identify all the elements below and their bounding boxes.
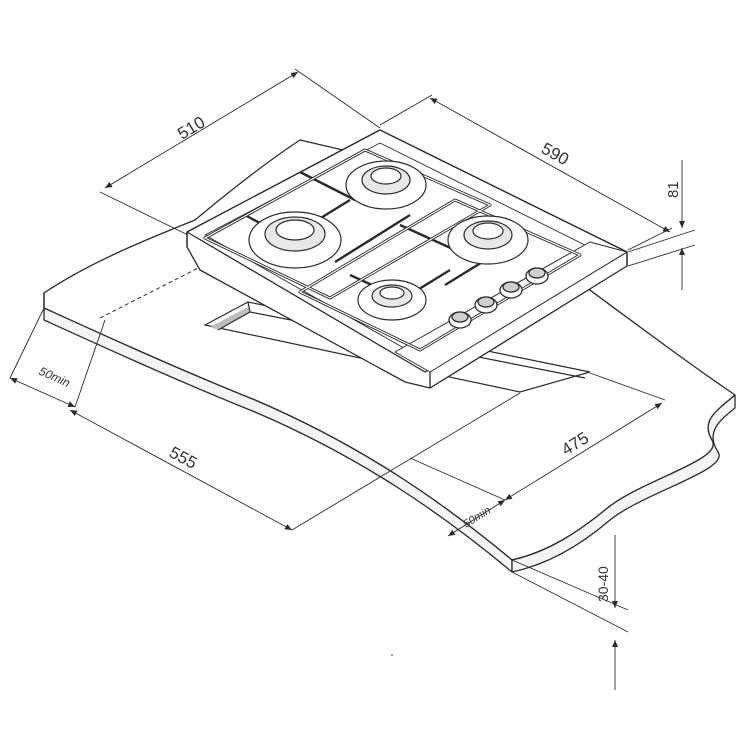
knob-1 (448, 311, 472, 329)
knob-4 (525, 267, 549, 285)
dim-475-line (504, 402, 663, 501)
knob-2 (474, 296, 498, 314)
dim-510-line (104, 71, 299, 189)
dim-50min-front-line (447, 499, 506, 537)
knob-3 (499, 281, 523, 299)
label-cutout-width: 555 (166, 443, 200, 473)
mark-dot (391, 654, 393, 656)
burner-rear-right (447, 215, 529, 265)
gas-hob (186, 129, 628, 389)
label-hob-height: 81 (665, 181, 682, 198)
label-min-clearance-left: 50min (37, 364, 73, 390)
burner-rear-left (345, 160, 427, 210)
dim-590-line (429, 97, 671, 233)
label-hob-depth: 510 (174, 113, 208, 144)
label-hob-width: 590 (538, 139, 572, 169)
burner-front-right (357, 279, 427, 321)
worktop-right-edge (511, 394, 736, 573)
dim-555-line (69, 409, 293, 531)
label-worktop-thickness: 30-40 (595, 566, 611, 602)
dimension-lines (9, 68, 696, 690)
burner-front-left (248, 211, 342, 269)
control-knobs (448, 267, 549, 329)
dim-50min-left-line (9, 377, 76, 408)
